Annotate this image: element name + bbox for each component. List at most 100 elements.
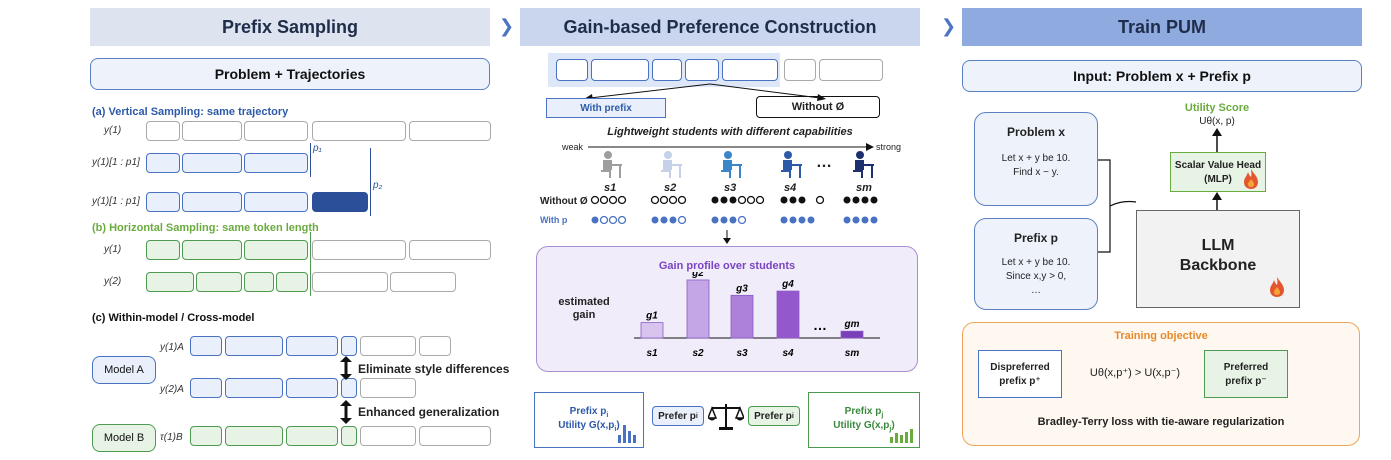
prefix-card: Prefix p Let x + y be 10. Since x,y > 0,… [974, 218, 1098, 310]
segment [244, 192, 308, 212]
student-label: s2 [664, 182, 677, 194]
segment [819, 59, 883, 81]
students-ellipsis: … [816, 154, 832, 171]
vertical-sampling-title: (a) Vertical Sampling: same trajectory [92, 106, 289, 118]
gain-bar [730, 294, 754, 339]
segment [784, 59, 816, 81]
utility-formula: Uθ(x, p) [1199, 116, 1235, 127]
row-without-label: Without Ø [540, 196, 588, 207]
left-card-line2: Utility G(x,pi) [558, 420, 620, 433]
right-prefix-card: Prefix pj Utility G(x,pj) [808, 392, 920, 448]
segment [312, 272, 388, 292]
segment [190, 426, 222, 446]
student-label: sm [856, 182, 872, 194]
outcome-dots [590, 195, 878, 225]
segment [182, 240, 242, 260]
vrow2-label: y(1)[1 : p1] [92, 157, 140, 168]
segment [312, 240, 406, 260]
eliminate-style-text: Eliminate style differences [358, 362, 510, 376]
segment [182, 121, 242, 141]
segment [146, 121, 180, 141]
cut-line [310, 143, 311, 177]
segment [419, 426, 491, 446]
gain-ylabel-line2: gain [572, 309, 596, 321]
vrow3-label: y(1)[1 : p1] [92, 196, 140, 207]
balance-scale-icon [708, 404, 744, 430]
student-label: s3 [724, 182, 737, 194]
head-line1: Scalar Value Head [1174, 160, 1262, 171]
up-arrow-icon [1212, 192, 1222, 210]
gain-ylabel: estimated gain [546, 296, 622, 322]
segment [244, 121, 308, 141]
utility-score-title: Utility Score [1184, 102, 1250, 114]
preferred-line1: Preferred [1223, 362, 1269, 373]
segment [276, 272, 308, 292]
hrow1-label: y(1) [104, 244, 122, 255]
problem-trajectories-pill: Problem + Trajectories [90, 58, 490, 90]
chevron-right-icon: ❯ [499, 16, 515, 36]
p1-label: p₁ [313, 143, 322, 154]
gain-bar-label: g1 [645, 311, 658, 322]
llm-backbone: LLM Backbone [1136, 210, 1300, 308]
chevron-right-icon: ❯ [941, 16, 957, 36]
gain-bar-label: g4 [781, 279, 794, 290]
double-arrow-icon [340, 356, 352, 380]
segment [244, 153, 308, 173]
segment [225, 336, 283, 356]
prefix-line3: … [1031, 285, 1041, 296]
gain-x-label: s3 [736, 348, 748, 359]
within-cross-title: (c) Within-model / Cross-model [92, 312, 255, 324]
gain-bar-label: g3 [735, 283, 748, 294]
without-box: Without Ø [756, 96, 880, 118]
up-arrow-icon [1212, 128, 1222, 152]
segment [146, 272, 194, 292]
dispreferred-line1: Dispreferred [990, 362, 1050, 373]
left-prefix-card: Prefix pi Utility G(x,pi) [534, 392, 644, 448]
segment [146, 153, 180, 173]
header-prefix-sampling: Prefix Sampling [90, 8, 490, 46]
gain-ylabel-line1: estimated [558, 296, 610, 308]
right-card-line1: Prefix pj [844, 406, 884, 419]
segment [419, 336, 451, 356]
flame-icon [1270, 277, 1284, 297]
merge-brace [1098, 159, 1137, 253]
llm-line1: LLM [1201, 237, 1235, 254]
gain-profile-title: Gain profile over students [658, 260, 796, 272]
objective-title: Training objective [1114, 330, 1208, 342]
segment [244, 272, 274, 292]
segment [652, 59, 682, 81]
scalar-value-head: Scalar Value Head (MLP) [1170, 152, 1266, 192]
gain-bar [776, 290, 800, 339]
student-label: s1 [604, 182, 617, 194]
input-pill: Input: Problem x + Prefix p [962, 60, 1362, 92]
student-icon [781, 151, 802, 178]
weak-label: weak [562, 142, 584, 152]
gain-x-label: s4 [782, 348, 794, 359]
segment [556, 59, 588, 81]
p2-label: p₂ [373, 180, 383, 191]
flame-icon [1244, 169, 1258, 189]
left-card-line1: Prefix pi [569, 406, 609, 419]
segment [341, 378, 357, 398]
problem-title: Problem x [1006, 125, 1066, 139]
segment [360, 426, 416, 446]
objective-inequality: Uθ(x,p⁺) > U(x,p⁻) [1089, 367, 1181, 379]
segment [722, 59, 778, 81]
vrow1-label: y(1) [104, 125, 122, 136]
llm-line2: Backbone [1179, 257, 1257, 274]
bars-icon [890, 429, 913, 443]
segment [312, 121, 406, 141]
segment [146, 240, 180, 260]
model-b-badge: Model B [92, 424, 156, 452]
gain-x-label: sm [845, 348, 860, 359]
student-icon [721, 151, 742, 178]
head-line2: (MLP) [1204, 174, 1232, 185]
segment [360, 378, 416, 398]
model-a-badge: Model A [92, 356, 156, 384]
gain-bar-label: g2 [691, 272, 704, 279]
segment-highlight [312, 192, 368, 212]
gain-bar-label: gm [844, 319, 860, 330]
dispreferred-box: Dispreferred prefix p⁺ [978, 350, 1062, 398]
